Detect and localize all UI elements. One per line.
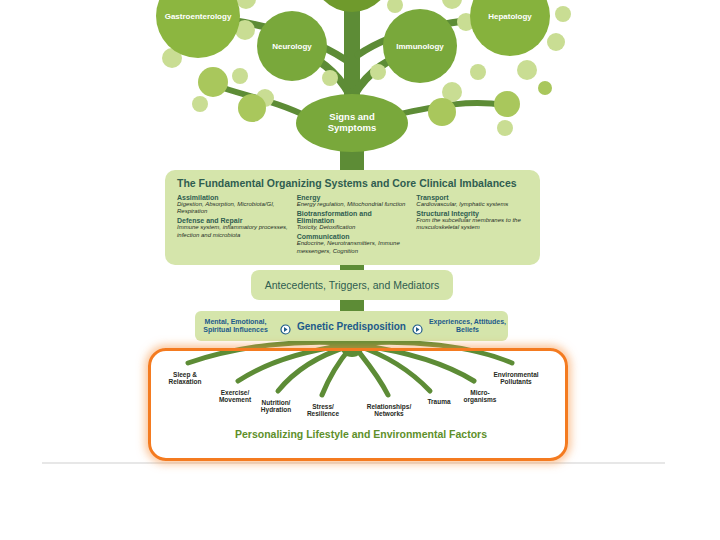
system-detail: Endocrine, Neurotransmitters, Immune mes… <box>297 240 411 254</box>
specialty-circle: Neurology <box>257 11 327 81</box>
arrow-icon <box>412 324 423 335</box>
system-column: EnergyEnergy regulation, Mitochondrial f… <box>297 193 411 257</box>
system-heading: Communication <box>297 233 411 240</box>
root-label: Relationships/ Networks <box>362 403 416 417</box>
systems-box: The Fundamental Organizing Systems and C… <box>165 170 540 265</box>
specialty-circle: Immunology <box>383 9 457 83</box>
system-detail: Digestion, Absorption, Microbiota/GI, Re… <box>177 201 291 215</box>
arrow-icon <box>413 325 422 334</box>
influence-label: Experiences, Attitudes, Beliefs <box>427 318 508 333</box>
system-detail: Energy regulation, Mitochondrial functio… <box>297 201 411 208</box>
specialty-label: Immunology <box>396 42 444 51</box>
system-heading: Transport <box>416 194 530 201</box>
arrow-icon <box>416 327 420 332</box>
specialty-label: Neurology <box>272 42 312 51</box>
system-detail: Toxicity, Detoxification <box>297 224 411 231</box>
arrow-icon <box>281 325 290 334</box>
system-columns: AssimilationDigestion, Absorption, Micro… <box>177 193 530 257</box>
antecedents-label: Antecedents, Triggers, and Mediators <box>265 279 440 291</box>
arrow-icon <box>412 321 423 332</box>
system-heading: Biotransformation and Elimination <box>297 210 411 224</box>
system-heading: Energy <box>297 194 411 201</box>
system-heading: Structural Integrity <box>416 210 530 217</box>
antecedents-box: Antecedents, Triggers, and Mediators <box>251 270 454 300</box>
specialty-circle: Hepatology <box>470 0 550 56</box>
system-detail: Cardiovascular, lymphatic systems <box>416 201 530 208</box>
system-detail: From the subcellular membranes to the mu… <box>416 217 530 231</box>
root-label: Micro-organisms <box>459 389 501 403</box>
system-detail: Immune system, inflammatory processes, i… <box>177 224 291 238</box>
influence-label: Mental, Emotional, Spiritual Influences <box>195 318 276 333</box>
system-heading: Assimilation <box>177 194 291 201</box>
influences-band: Mental, Emotional, Spiritual Influences G… <box>195 311 508 341</box>
arrow-icon <box>280 321 291 332</box>
box-title: The Fundamental Organizing Systems and C… <box>177 177 530 189</box>
system-column: AssimilationDigestion, Absorption, Micro… <box>177 193 291 257</box>
symptoms-oval: Signs and Symptoms <box>296 94 408 152</box>
root-label: Stress/ Resilience <box>302 403 344 417</box>
root-label: Nutrition/ Hydration <box>254 399 298 413</box>
frame-heading: Personalizing Lifestyle and Environmenta… <box>161 428 561 440</box>
root-label: Exercise/ Movement <box>214 389 256 403</box>
system-column: TransportCardiovascular, lymphatic syste… <box>416 193 530 257</box>
symptoms-label: Signs and Symptoms <box>319 112 385 134</box>
specialty-label: Hepatology <box>488 12 532 21</box>
root-label: Trauma <box>422 398 456 405</box>
specialty-label: Gastroenterology <box>165 12 232 21</box>
lifestyle-frame: Sleep & RelaxationExercise/ MovementNutr… <box>148 348 568 461</box>
root-label: Environmental Pollutants <box>489 371 543 385</box>
root-label: Sleep & Relaxation <box>162 371 208 385</box>
genetic-label: Genetic Predisposition <box>297 321 406 332</box>
arrow-icon <box>284 327 288 332</box>
system-heading: Defense and Repair <box>177 217 291 224</box>
arrow-icon <box>280 324 291 335</box>
